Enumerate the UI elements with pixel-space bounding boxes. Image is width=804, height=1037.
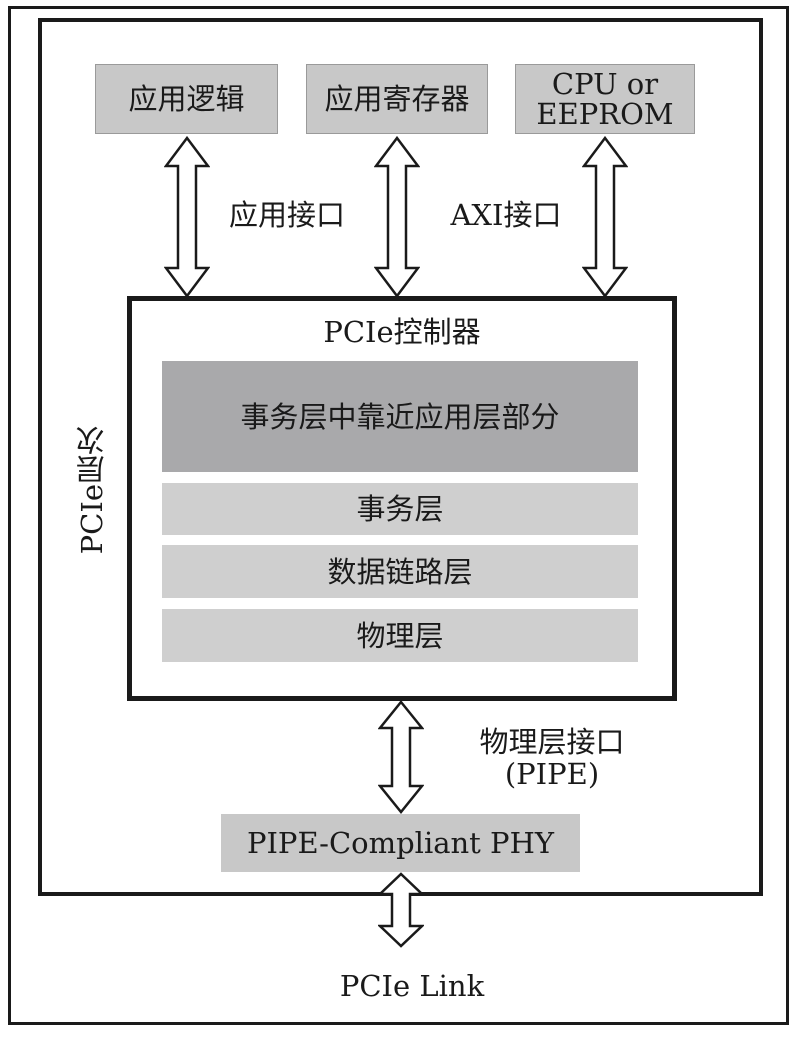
controller-title: PCIe控制器 <box>323 315 481 349</box>
pipe-interface-sublabel: (PIPE) <box>504 757 600 791</box>
transaction-layer-app-part: 事务层中靠近应用层部分 <box>162 361 638 472</box>
transaction-layer: 事务层 <box>162 483 638 535</box>
pcie-hierarchy-label-box: PCIe层次 <box>64 380 120 600</box>
axi-interface-arrow <box>582 136 628 298</box>
physical-layer: 物理层 <box>162 609 638 662</box>
layer-label: 事务层 <box>356 492 444 526</box>
controller-title-box: PCIe控制器 <box>132 316 672 348</box>
pcie-link-label-box: PCIe Link <box>200 958 624 1014</box>
layer-label: 事务层中靠近应用层部分 <box>240 399 560 434</box>
axi-interface-label-box: AXI接口 <box>438 187 574 243</box>
pcie-link-label: PCIe Link <box>339 969 485 1003</box>
register-interface-arrow <box>374 136 420 298</box>
pipe-interface-label-box: 物理层接口 (PIPE) <box>450 716 654 800</box>
outer-frame <box>8 6 789 1025</box>
axi-interface-label: AXI接口 <box>450 198 562 232</box>
pipe-interface-label: 物理层接口 <box>479 725 625 759</box>
pcie-hierarchy-label: PCIe层次 <box>75 425 109 555</box>
pipe-phy-block: PIPE-Compliant PHY <box>221 814 580 872</box>
pcie-link-arrow <box>378 872 424 948</box>
app-register-block: 应用寄存器 <box>306 64 488 134</box>
app-logic-block: 应用逻辑 <box>95 64 278 134</box>
layer-label: 数据链路层 <box>327 554 473 589</box>
app-interface-label: 应用接口 <box>228 198 345 232</box>
cpu-eeprom-block: CPU or EEPROM <box>515 64 695 134</box>
pipe-interface-arrow <box>378 700 424 814</box>
pipe-phy-label: PIPE-Compliant PHY <box>246 826 555 860</box>
app-register-label: 应用寄存器 <box>324 82 470 116</box>
cpu-label: CPU or <box>551 67 659 101</box>
app-interface-label-box: 应用接口 <box>218 187 356 243</box>
data-link-layer: 数据链路层 <box>162 545 638 598</box>
eeprom-label: EEPROM <box>536 97 674 131</box>
layer-label: 物理层 <box>356 618 444 653</box>
app-interface-arrow <box>164 136 210 298</box>
app-logic-label: 应用逻辑 <box>128 82 245 116</box>
